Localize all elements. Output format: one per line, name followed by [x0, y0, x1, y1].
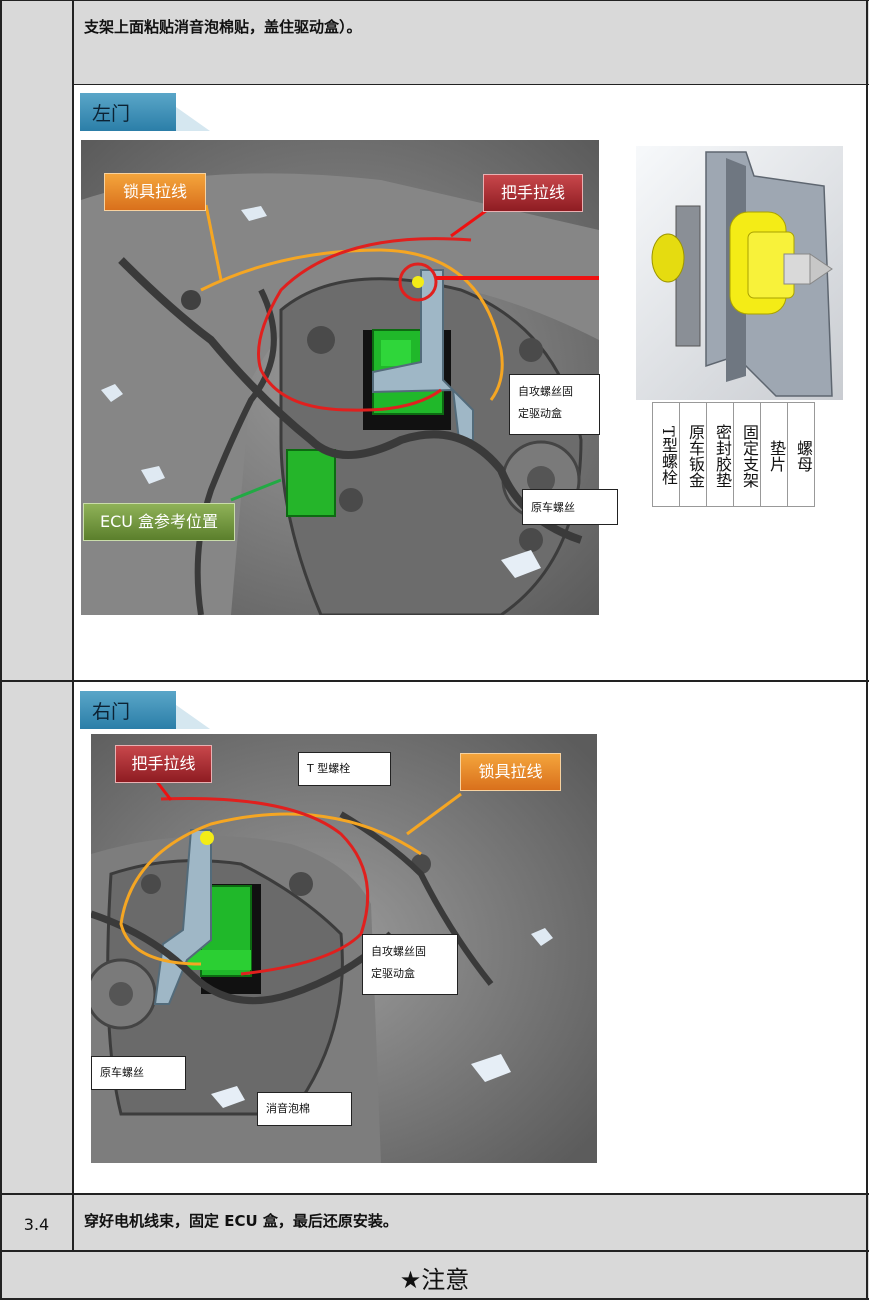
callout-orig-screw-right: 原车螺丝 [91, 1056, 186, 1090]
self-tap-line1: 自攻螺丝固 [518, 385, 573, 398]
legend-orig-sheet-metal: 原车钣金 [679, 402, 707, 507]
right-door-photo [91, 734, 597, 1163]
callout-orig-screw-left: 原车螺丝 [522, 489, 618, 525]
parts-legend-table: T型螺栓 原车钣金 密封胶垫 固定支架 垫片 螺母 [652, 402, 815, 507]
callout-handle-cable-left: 把手拉线 [483, 174, 583, 212]
row1-number-cell [0, 0, 73, 680]
callout-ecu-position: ECU 盒参考位置 [83, 503, 235, 541]
legend-fixed-bracket: 固定支架 [733, 402, 761, 507]
callout-self-tap-screw-left: 自攻螺丝固 定驱动盒 [509, 374, 600, 435]
callout-lock-cable-left: 锁具拉线 [104, 173, 206, 211]
legend-washer: 垫片 [760, 402, 788, 507]
row4-text-cell [73, 1193, 869, 1251]
self-tap-right-line2: 定驱动盒 [371, 967, 415, 980]
attention-heading: ★注意 [399, 1266, 470, 1294]
bolt-exploded-view [636, 146, 843, 400]
callout-lock-cable-right: 锁具拉线 [460, 753, 561, 791]
step-text-bracket-foam: 支架上面粘贴消音泡棉贴，盖住驱动盒）。 [84, 18, 362, 36]
legend-t-bolt: T型螺栓 [652, 402, 680, 507]
row1-text-cell [73, 0, 869, 84]
callout-t-bolt-right: T 型螺栓 [298, 752, 391, 786]
bolt-assembly-illustration [651, 151, 833, 397]
door-label-right-text: 右门 [92, 701, 131, 723]
callout-self-tap-screw-right: 自攻螺丝固 定驱动盒 [362, 934, 458, 995]
row5-cell [0, 1251, 869, 1300]
legend-seal-gasket: 密封胶垫 [706, 402, 734, 507]
callout-handle-cable-right: 把手拉线 [115, 745, 212, 783]
door-label-right: 右门 [80, 691, 210, 729]
step-text-ecu: 穿好电机线束，固定 ECU 盒，最后还原安装。 [84, 1212, 398, 1230]
step-number-3-4: 3.4 [23, 1215, 50, 1234]
row3-number-cell [0, 680, 73, 1193]
row4-number-cell [0, 1193, 73, 1251]
callout-foam-right: 消音泡棉 [257, 1092, 352, 1126]
self-tap-right-line1: 自攻螺丝固 [371, 945, 426, 958]
legend-nut: 螺母 [787, 402, 815, 507]
self-tap-line2: 定驱动盒 [518, 407, 562, 420]
door-label-left: 左门 [80, 93, 210, 131]
door-label-left-text: 左门 [92, 103, 131, 125]
